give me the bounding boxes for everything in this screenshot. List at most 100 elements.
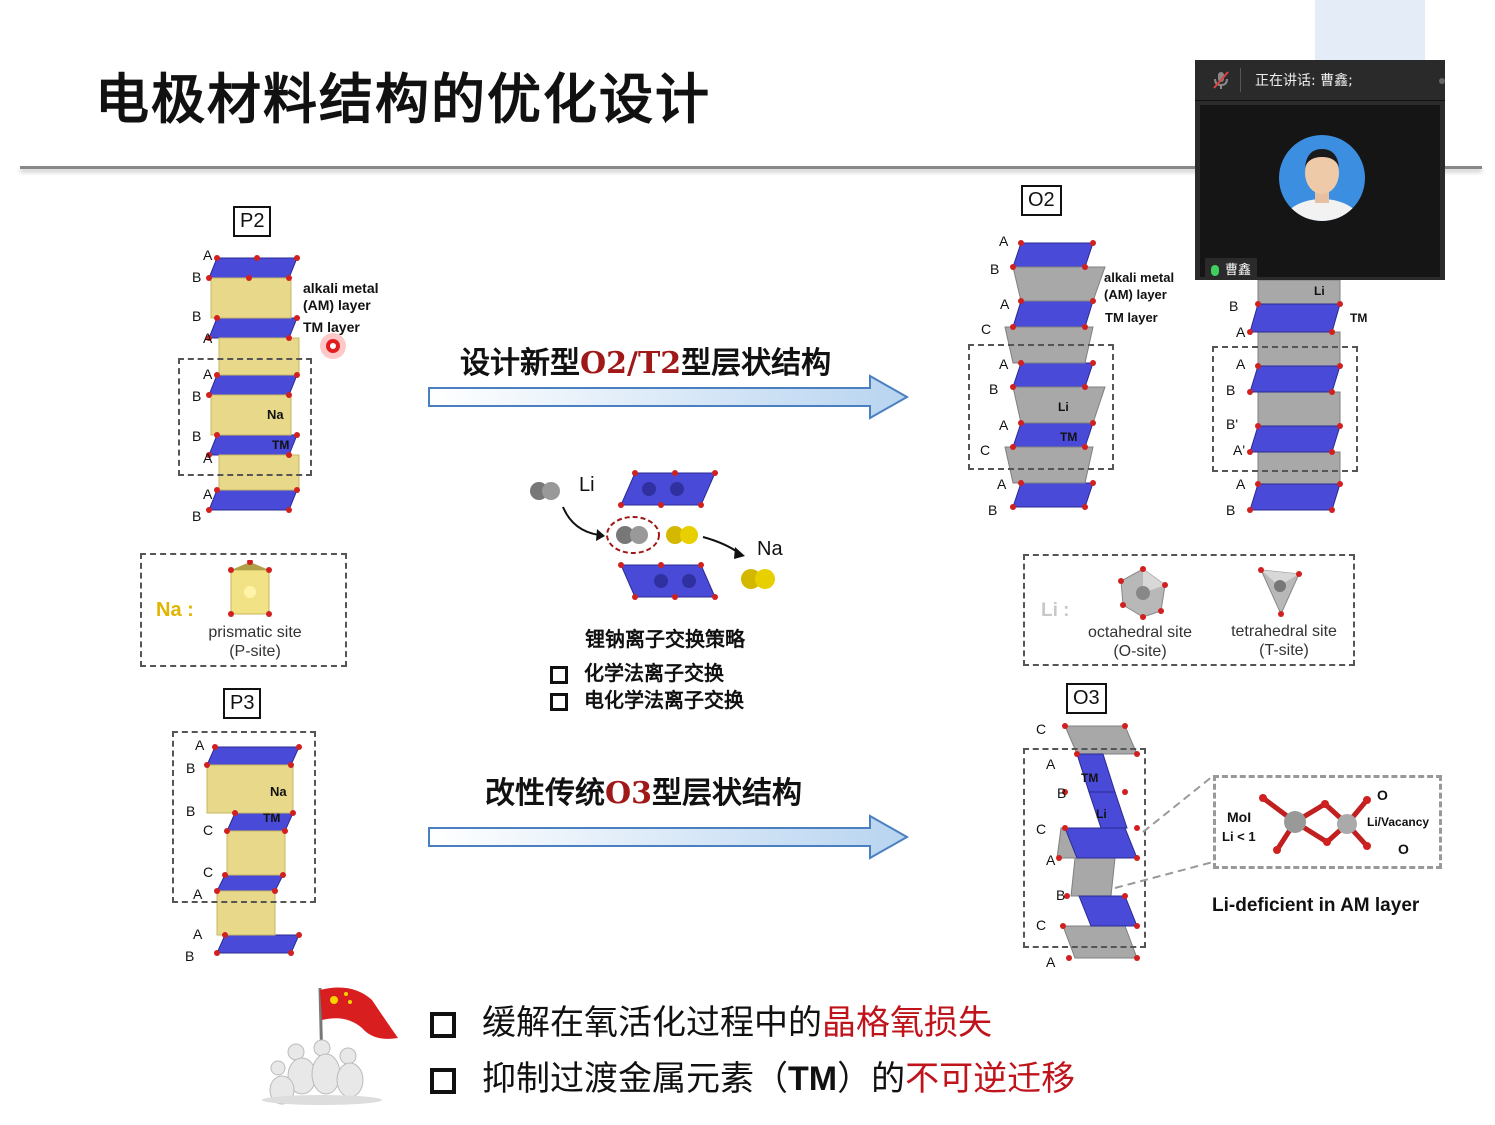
speaking-indicator: 正在讲话: 曹鑫;: [1255, 73, 1353, 89]
t2-layer-label: A: [1236, 356, 1246, 372]
slide-title: 电极材料结构的优化设计: [95, 68, 711, 131]
o2-structure: [1004, 240, 1106, 510]
o2-label: O2: [1021, 185, 1062, 216]
o2-layer-label: C: [981, 321, 992, 337]
o3-layer-label: C: [1036, 721, 1047, 737]
o3-layer-label: A: [1046, 954, 1056, 970]
method-chemical: 化学法离子交换: [550, 657, 724, 686]
o2-layer-label: B: [989, 381, 999, 397]
p2-layer-label: B: [192, 269, 202, 285]
tetrahedral-site-abbr: (T-site): [1259, 642, 1309, 659]
p3-layer-label: A: [195, 737, 205, 753]
avatar: [1279, 135, 1365, 221]
top-strip: [1315, 0, 1425, 60]
p2-layer-label: B: [192, 508, 202, 524]
p2-layer-label: A: [203, 366, 213, 382]
p3-label: P3: [223, 688, 262, 719]
checkbox-icon: [430, 1012, 456, 1038]
t2-layer-label: A: [1236, 476, 1246, 492]
o3-label: O3: [1066, 683, 1107, 714]
mic-muted-icon[interactable]: [1211, 70, 1231, 90]
octahedral-site-label: octahedral site: [1087, 624, 1193, 641]
o2-layer-label: A: [999, 356, 1009, 372]
na-ion-label: Na: [757, 538, 783, 560]
o2-layer-label: A: [997, 476, 1007, 492]
octahedral-site-icon: [1118, 566, 1168, 620]
p3-layer-label: B: [186, 760, 196, 776]
ion-exchange-diagram: [530, 470, 775, 600]
o3-layer-label: C: [1036, 821, 1047, 837]
o2-li-label: Li: [1058, 400, 1069, 414]
li-deficient-inset: [1213, 775, 1442, 869]
p2-layer-label: A: [203, 247, 213, 263]
na-site-box: [140, 553, 347, 667]
mic-active-icon: [1211, 265, 1219, 276]
li-ion-label: Li: [579, 474, 595, 496]
bullet-lattice-oxygen: 缓解在氧活化过程中的晶格氧损失: [430, 995, 992, 1044]
p2-na-label: Na: [267, 407, 284, 422]
p2-tm-label: TM: [272, 438, 290, 452]
t2-layer-label: A': [1233, 442, 1246, 458]
arrow-o3: [428, 814, 910, 860]
t2-layer-label: B: [1226, 502, 1236, 518]
tetrahedral-site-icon: [1258, 567, 1302, 617]
p2-am-layer-label: alkali metal: [303, 280, 379, 296]
p2-layer-label: B: [192, 308, 202, 324]
t2-tm-label: TM: [1350, 311, 1368, 325]
checkbox-icon: [550, 665, 568, 684]
strategy-title: 锂钠离子交换策略: [585, 627, 745, 651]
p3-layer-label: B: [186, 803, 196, 819]
title-divider: [20, 166, 1482, 169]
o3-unit-cell: [1023, 748, 1146, 948]
p2-layer-label: A: [203, 450, 213, 466]
inset-li-label: Li < 1: [1222, 829, 1256, 844]
o3-layer-label: B: [1057, 785, 1067, 801]
video-conference-panel[interactable]: 正在讲话: 曹鑫; 曹鑫: [1195, 60, 1445, 280]
octahedral-site-abbr: (O-site): [1113, 643, 1167, 660]
o2-am-layer-label: (AM) layer: [1104, 287, 1167, 302]
o3-tm-label: TM: [1081, 771, 1099, 785]
inset-mo-label: MoI: [1227, 809, 1252, 825]
p3-layer-label: A: [193, 926, 203, 942]
o2-layer-label: B: [990, 261, 1000, 277]
participant-video[interactable]: [1200, 105, 1440, 277]
o2-tm-layer-label: TM layer: [1105, 310, 1158, 325]
p3-layer-label: C: [203, 822, 214, 838]
bullet-tm-migration: 抑制过渡金属元素（TM）的不可逆迁移: [430, 1051, 1075, 1100]
t2-layer-label: B: [1229, 298, 1239, 314]
more-icon[interactable]: [1439, 78, 1445, 84]
p2-layer-label: A: [203, 486, 213, 502]
o2-layer-label: A: [999, 417, 1009, 433]
o3-layer-label: C: [1036, 917, 1047, 933]
o2-layer-label: C: [980, 442, 991, 458]
p2-layer-label: B: [192, 388, 202, 404]
o3-modify-heading: 改性传统O3型层状结构: [485, 776, 803, 811]
checkbox-icon: [430, 1068, 456, 1094]
p2-layer-label: A: [203, 330, 213, 346]
p2-am-layer-label: (AM) layer: [303, 297, 371, 313]
header-divider: [1240, 68, 1241, 92]
p3-unit-cell: [172, 731, 316, 903]
prismatic-site-abbr: (P-site): [229, 643, 281, 660]
o2-unit-cell: [968, 344, 1114, 470]
o2-am-layer-label: alkali metal: [1104, 270, 1175, 285]
o3-layer-label: A: [1046, 852, 1056, 868]
o2-layer-label: B: [988, 502, 998, 518]
prismatic-site-label: prismatic site: [208, 624, 302, 641]
na-site-prefix: Na :: [156, 599, 194, 621]
o2-tm-label: TM: [1060, 430, 1078, 444]
o2-layer-label: A: [999, 233, 1009, 249]
p2-label: P2: [233, 206, 272, 237]
li-site-box: [1023, 554, 1355, 666]
tetrahedral-site-label: tetrahedral site: [1231, 623, 1337, 640]
o3-li-label: Li: [1096, 807, 1107, 821]
p2-tm-layer-label: TM layer: [303, 319, 360, 335]
inset-callout-lines: [1114, 775, 1214, 889]
o3-layer-label: B: [1056, 887, 1066, 903]
t2-unit-cell: [1212, 346, 1358, 472]
li-site-prefix: Li :: [1041, 600, 1070, 621]
o2-design-heading: 设计新型O2/T2型层状结构: [460, 346, 832, 381]
checkbox-icon: [550, 692, 568, 711]
team-flag-illustration: [262, 987, 398, 1105]
t2-li-label: Li: [1314, 284, 1325, 298]
